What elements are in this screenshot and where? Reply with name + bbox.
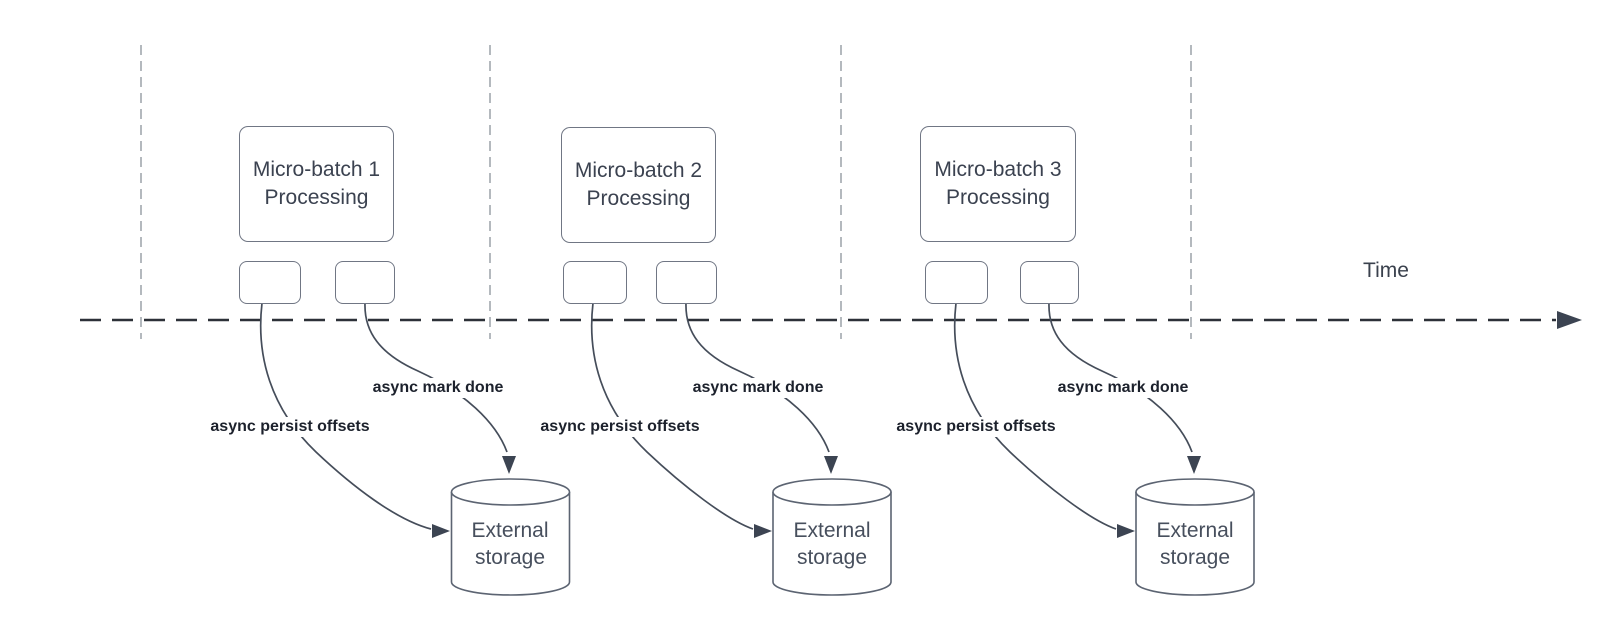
done-curve-3 [1048, 302, 1193, 453]
micro-batch-1-box: Micro-batch 1 Processing [239, 126, 394, 242]
task-chip-3a [925, 261, 988, 304]
persist-curve-3 [953, 302, 1117, 530]
task-chip-2b [656, 261, 717, 304]
task-chip-1b [335, 261, 395, 304]
done-curve-2 [685, 302, 830, 453]
mark-done-label-1: async mark done [369, 378, 507, 398]
mark-done-label-3: async mark done [1054, 378, 1192, 398]
mark-done-label-2: async mark done [689, 378, 827, 398]
storage-cylinder-1 [450, 478, 571, 596]
done-arrowhead-1 [502, 456, 516, 474]
done-arrowhead-3 [1187, 456, 1201, 474]
storage-cylinder-3 [1135, 478, 1255, 596]
persist-offsets-label-2: async persist offsets [537, 417, 703, 437]
storage-cylinder-2 [772, 478, 892, 596]
task-chip-1a [239, 261, 301, 304]
micro-batch-1-label: Micro-batch 1 Processing [252, 158, 381, 209]
persist-offsets-label-3: async persist offsets [893, 417, 1059, 437]
persist-curve-1 [259, 302, 432, 530]
persist-curve-2 [590, 302, 754, 530]
task-chip-2a [563, 261, 627, 304]
time-axis-label: Time [1363, 259, 1409, 282]
persist-arrowhead-3 [1117, 524, 1135, 538]
timeline-arrowhead-icon [1557, 311, 1582, 329]
storage-label-2: External storage [793, 519, 871, 569]
storage-label-3: External storage [1156, 519, 1234, 569]
micro-batch-3-box: Micro-batch 3 Processing [920, 126, 1076, 242]
persist-arrowhead-2 [754, 524, 772, 538]
persist-arrowhead-1 [432, 524, 450, 538]
micro-batch-3-label: Micro-batch 3 Processing [934, 158, 1062, 209]
micro-batch-2-label: Micro-batch 2 Processing [574, 159, 703, 210]
task-chip-3b [1020, 261, 1079, 304]
done-curve-1 [364, 302, 508, 453]
micro-batch-2-box: Micro-batch 2 Processing [561, 127, 716, 243]
persist-offsets-label-1: async persist offsets [207, 417, 373, 437]
done-arrowhead-2 [824, 456, 838, 474]
storage-label-1: External storage [471, 519, 549, 569]
